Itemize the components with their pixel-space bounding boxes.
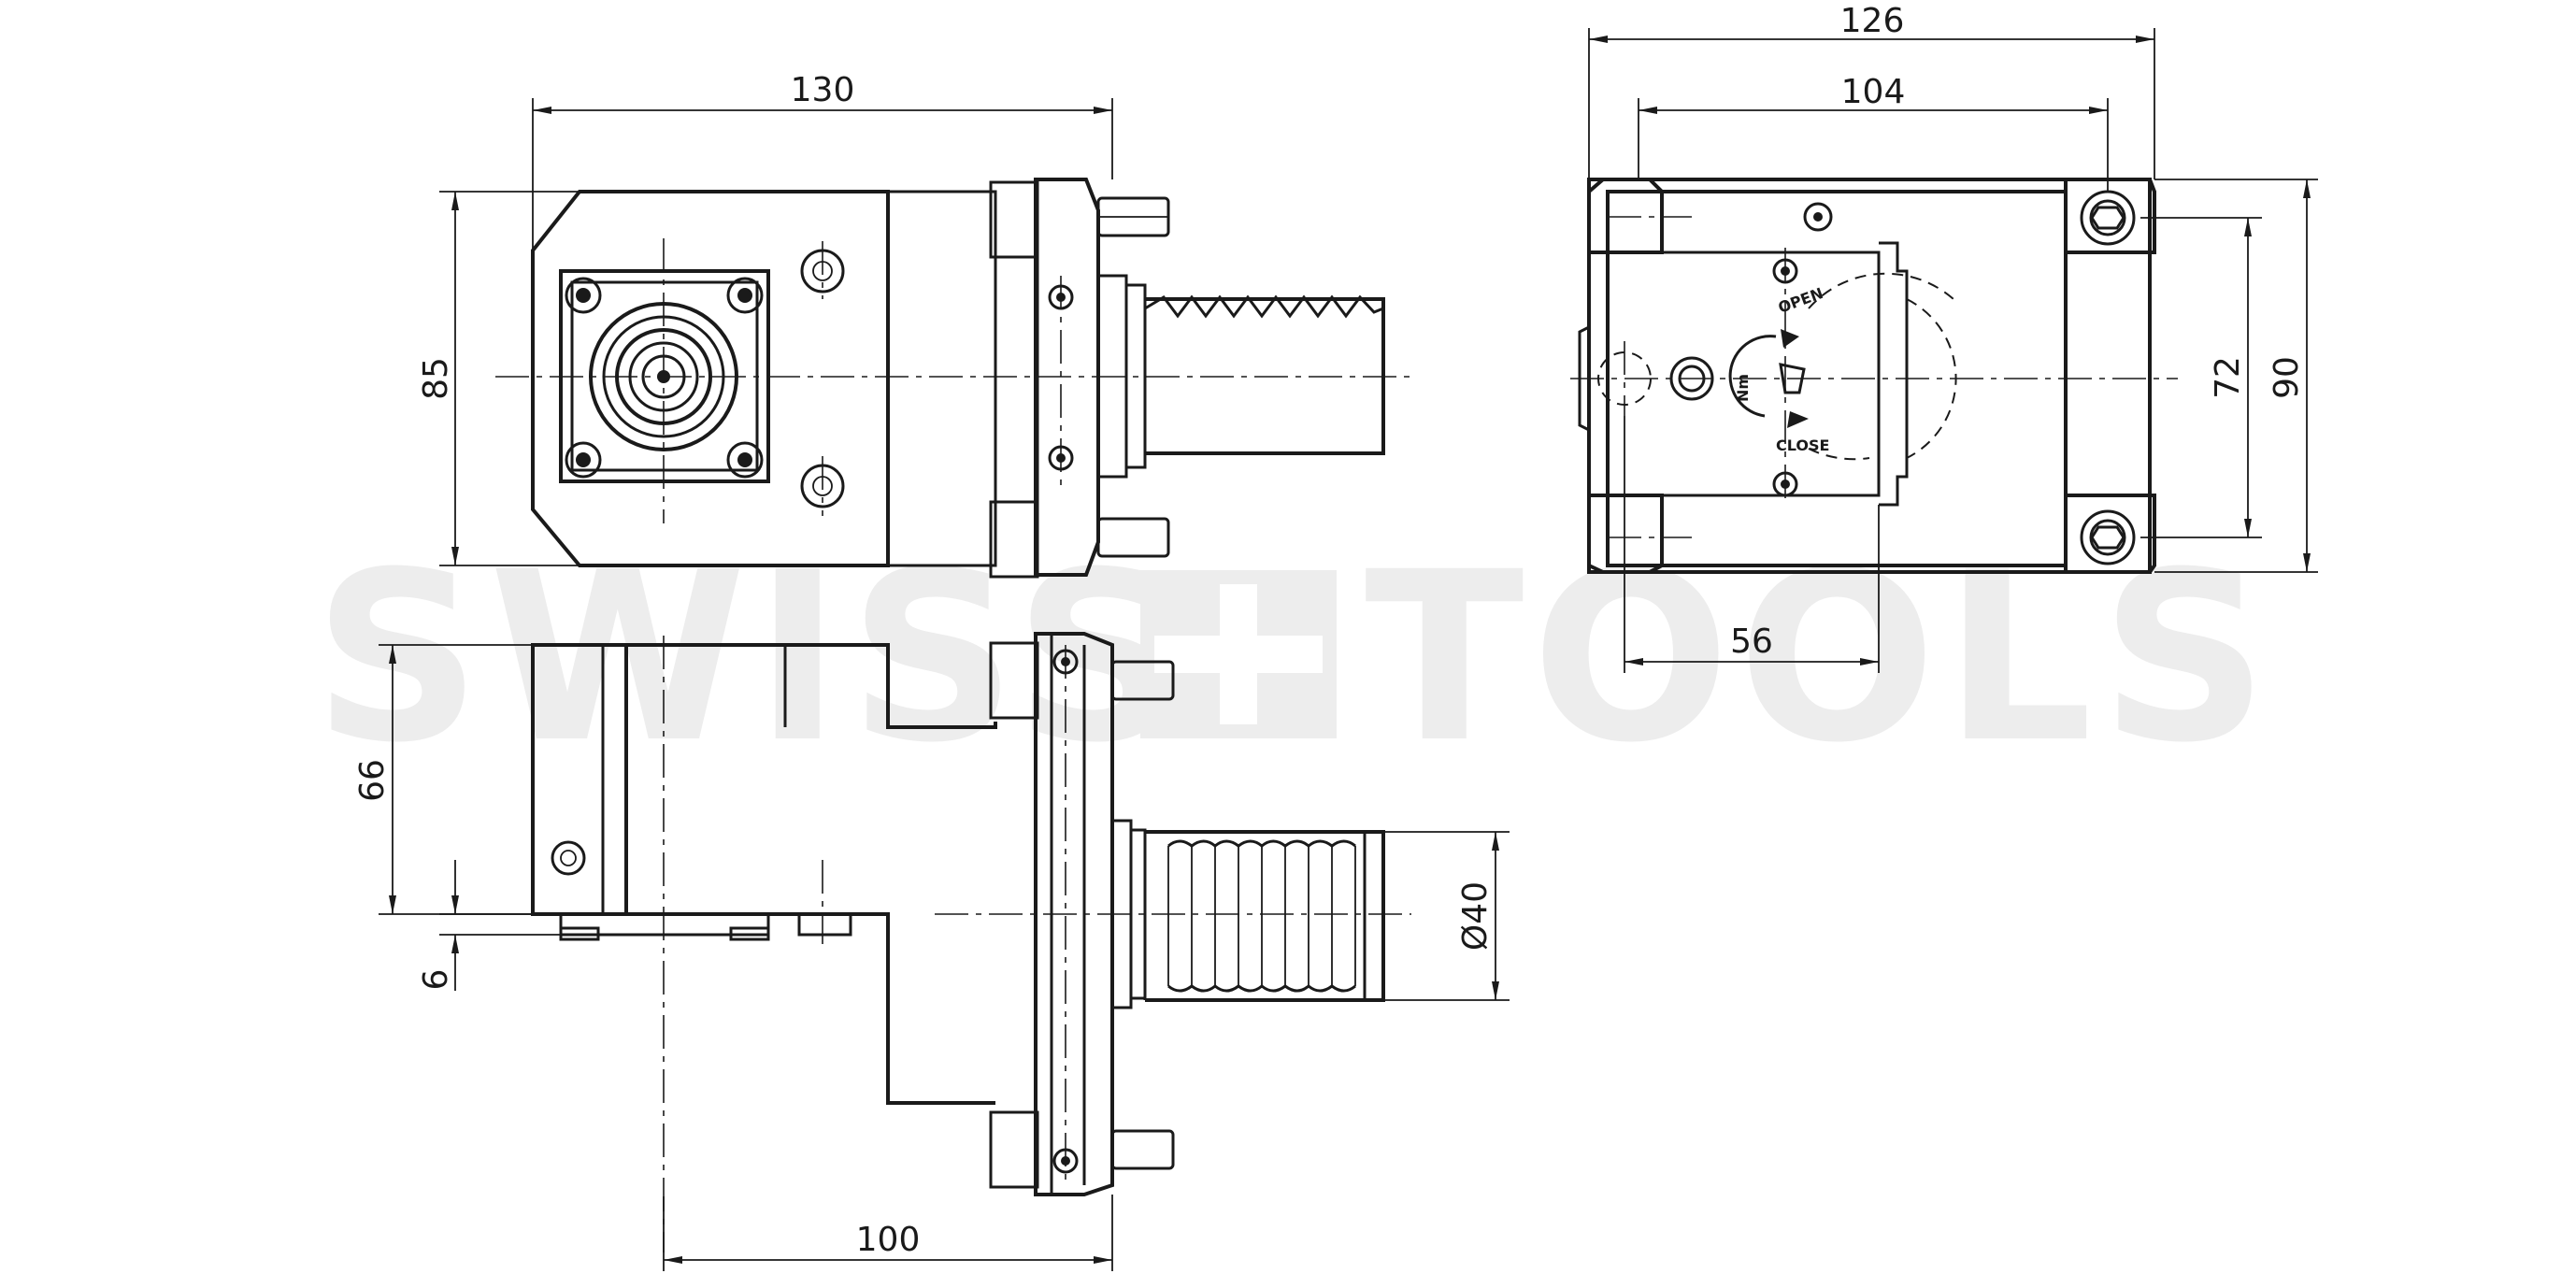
thread-profile — [1167, 839, 1356, 993]
front-view: 130 85 — [417, 71, 1411, 579]
open-label: OPEN — [1776, 284, 1825, 317]
watermark-left-text: SWISS — [313, 522, 1190, 794]
dim-85-label: 85 — [417, 357, 455, 400]
dim-126: 126 — [1588, 2, 2155, 179]
shank-serration — [1144, 294, 1384, 319]
top-flange — [1034, 632, 1114, 1196]
watermark: SWISS TOOLS — [313, 522, 2276, 794]
dim-130-label: 130 — [791, 71, 855, 109]
dim-6: 6 — [417, 860, 561, 991]
top-view: 66 6 Ø40 100 — [353, 632, 1510, 1271]
side-outer-plate — [1587, 178, 2152, 574]
dim-66-label: 66 — [353, 759, 392, 802]
dim-85: 85 — [417, 191, 580, 566]
torque-label: Nm — [1734, 374, 1752, 402]
side-view: OPEN CLOSE Nm 126 104 72 — [1570, 2, 2318, 673]
dim-72-label: 72 — [2209, 356, 2247, 399]
dim-56: 56 — [1624, 416, 1880, 673]
open-close-marking: OPEN CLOSE Nm — [1728, 284, 1829, 454]
dim-diameter-40-label: Ø40 — [1456, 881, 1495, 951]
side-inner-body — [1606, 190, 2068, 567]
dim-56-label: 56 — [1730, 623, 1773, 661]
dim-90-label: 90 — [2268, 356, 2306, 399]
dim-100: 100 — [663, 1195, 1113, 1271]
swiss-cross-horizontal — [1154, 636, 1323, 673]
dim-diameter-40: Ø40 — [1383, 831, 1510, 1001]
dim-90: 90 — [2154, 179, 2318, 573]
dim-126-label: 126 — [1840, 2, 1905, 40]
dim-72: 72 — [2140, 217, 2262, 538]
close-label: CLOSE — [1776, 436, 1829, 454]
dim-6-label: 6 — [417, 969, 455, 991]
dim-104-label: 104 — [1841, 73, 1906, 111]
dim-130: 130 — [532, 71, 1113, 250]
dim-104: 104 — [1638, 73, 2109, 192]
plate-bolts — [565, 277, 764, 479]
watermark-right-text: TOOLS — [1365, 522, 2276, 794]
dim-100-label: 100 — [856, 1221, 921, 1259]
